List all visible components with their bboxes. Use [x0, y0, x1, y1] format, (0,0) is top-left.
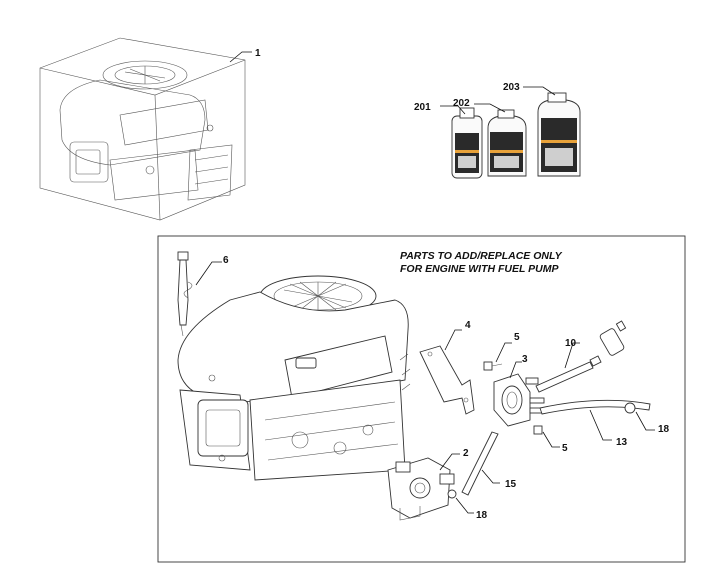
dipstick: [177, 251, 193, 337]
callout-4: 4: [465, 320, 471, 331]
fuel-hose-10: [535, 361, 594, 393]
callout-201: 201: [414, 102, 431, 113]
fuel-pump: [493, 373, 545, 427]
hose-clamp-right: [624, 402, 636, 414]
callout-13: 13: [616, 437, 628, 448]
fuel-pump-note-line2: FOR ENGINE WITH FUEL PUMP: [400, 263, 559, 275]
fuel-pump-note-line1: PARTS TO ADD/REPLACE ONLY: [400, 250, 563, 262]
callout-6: 6: [223, 255, 229, 266]
callout-3: 3: [522, 354, 528, 365]
detail-frame: [157, 235, 686, 563]
callout-5-lower: 5: [562, 443, 568, 454]
fuel-hose-13: [539, 399, 651, 415]
fuel-hose-15: [461, 431, 499, 496]
carburettor: [387, 457, 455, 521]
callout-18-lower: 18: [476, 510, 488, 521]
screw-upper: [483, 361, 503, 371]
screw-lower: [533, 425, 543, 435]
hose-clamp-lower: [447, 489, 457, 499]
fuel-filter: [589, 320, 627, 367]
engine-small-drawing: [59, 60, 233, 201]
callout-15: 15: [505, 479, 517, 490]
oil-bottle-201: [451, 107, 483, 179]
oil-bottle-203: [537, 92, 581, 177]
engine-assembly-box: [39, 37, 252, 221]
oil-bottle-202: [487, 109, 527, 177]
engine-detail-drawing: [177, 275, 411, 481]
callout-1: 1: [255, 48, 261, 59]
callout-10: 10: [565, 338, 577, 349]
callout-2: 2: [463, 448, 469, 459]
callout-203: 203: [503, 82, 520, 93]
callout-5-upper: 5: [514, 332, 520, 343]
callout-202: 202: [453, 98, 470, 109]
callout-18-right: 18: [658, 424, 670, 435]
pump-bracket: [419, 345, 475, 415]
